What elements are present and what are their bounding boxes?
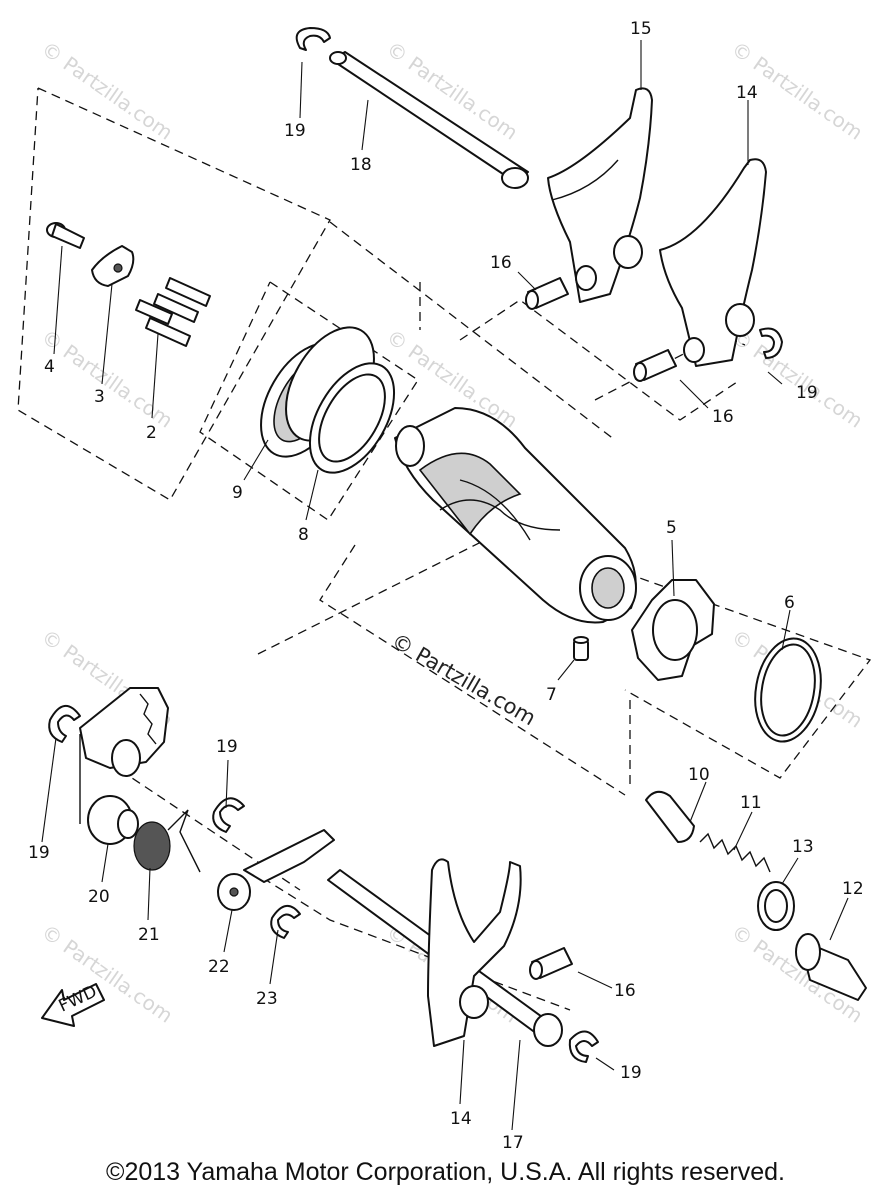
callout-13: 13 [792, 837, 814, 857]
leader-lines [41, 40, 849, 1131]
callout-19-left: 19 [28, 843, 50, 863]
callout-19-top: 19 [284, 121, 306, 141]
copyright-notice: ©2013 Yamaha Motor Corporation, U.S.A. A… [106, 1158, 785, 1186]
washer [308, 362, 396, 474]
callout-16-lower: 16 [614, 981, 636, 1001]
circlip [568, 1030, 599, 1063]
center-watermark: © Partzilla.com [388, 629, 540, 731]
shift-fork-shaft-upper [329, 51, 529, 189]
shift-fork-14-upper [659, 158, 767, 367]
callout-5: 5 [666, 518, 677, 538]
callout-14-lower: 14 [450, 1109, 472, 1129]
callout-3: 3 [94, 387, 105, 407]
guide-pin [633, 349, 677, 382]
callout-21: 21 [138, 925, 160, 945]
segment [91, 245, 135, 287]
callout-10: 10 [688, 765, 710, 785]
callout-7: 7 [546, 685, 557, 705]
watermark: © Partzilla.com [727, 324, 867, 432]
callout-19-mid: 19 [216, 737, 238, 757]
callout-labels: 2 3 4 5 6 7 8 9 10 11 12 13 14 14 15 16 … [28, 19, 864, 1150]
roller [87, 795, 139, 845]
watermark: © Partzilla.com [37, 324, 177, 432]
spring [699, 832, 771, 873]
callout-12: 12 [842, 879, 864, 899]
circlip [48, 705, 81, 743]
shift-assembly-diagram: © Partzilla.com © Partzilla.com © Partzi… [17, 19, 872, 1150]
circlip [212, 797, 245, 833]
callout-23: 23 [256, 989, 278, 1009]
stopper-bolt [795, 933, 867, 1001]
guide-pin [529, 947, 573, 980]
callout-11: 11 [740, 793, 762, 813]
callout-4: 4 [44, 357, 55, 377]
watermark: © Partzilla.com [37, 36, 177, 144]
pin [573, 636, 589, 661]
callout-19-bottom: 19 [620, 1063, 642, 1083]
callout-19-right: 19 [796, 383, 818, 403]
callout-16-upper: 16 [490, 253, 512, 273]
callout-15: 15 [630, 19, 652, 39]
callout-17: 17 [502, 1133, 524, 1150]
callout-14-upper: 14 [736, 83, 758, 103]
circlip-large [754, 637, 822, 743]
shift-fork-14-lower [427, 858, 522, 1047]
callout-9: 9 [232, 483, 243, 503]
segment-plate [631, 579, 715, 681]
shift-drum [394, 407, 637, 624]
fwd-arrow: FWD [41, 982, 105, 1027]
circlip [295, 27, 331, 51]
shift-lever-plate [243, 829, 335, 883]
gasket [757, 881, 795, 931]
torsion-spring [133, 809, 201, 873]
guide-pin [525, 277, 569, 310]
callout-16-right: 16 [712, 407, 734, 427]
shift-arm [79, 687, 169, 824]
shift-fork-15 [547, 87, 653, 303]
callout-22: 22 [208, 957, 230, 977]
callout-2: 2 [146, 423, 157, 443]
callout-20: 20 [88, 887, 110, 907]
collar [217, 873, 251, 911]
circlip [270, 905, 301, 939]
callout-6: 6 [784, 593, 795, 613]
circlip [759, 327, 783, 359]
callout-18: 18 [350, 155, 372, 175]
screw [46, 222, 85, 249]
dowel-pins [135, 277, 211, 347]
plunger [645, 790, 695, 843]
callout-8: 8 [298, 525, 309, 545]
